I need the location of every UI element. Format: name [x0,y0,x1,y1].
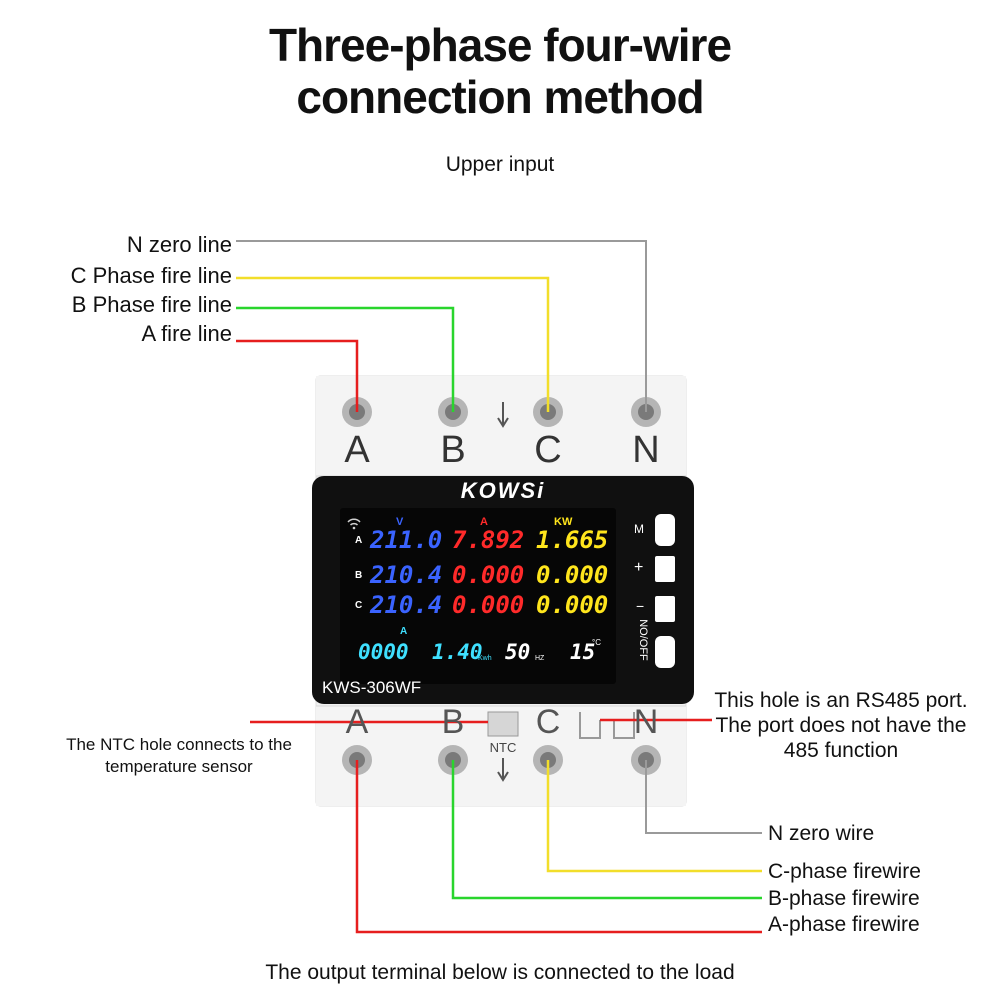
terminal-letter-top-c: C [534,429,562,471]
b-phase-line-wire [236,306,455,412]
label-a-phase-firewire: A-phase firewire [768,913,920,936]
wifi-icon [347,518,361,530]
frequency-value: 50 [505,640,531,664]
model-label: KWS-306WF [322,678,422,697]
c-phase-firewire [546,760,762,873]
n-zero-wire [645,760,762,834]
terminal-letter-top-n: N [632,429,660,471]
minus-button[interactable] [655,596,675,622]
title-line-2: connection method [296,71,704,123]
frequency-unit: HZ [535,655,545,662]
energy-unit: Kwh [478,655,492,662]
minus-button-label: − [636,598,645,614]
terminal-letter-top-a: A [344,429,370,471]
plus-button-label: + [634,559,644,576]
current-a: 7.892 [452,526,525,554]
current-c: 0.000 [452,591,525,619]
col-header-kw: KW [554,516,573,528]
voltage-c: 210.4 [370,591,443,619]
m-button-label: M [634,522,644,536]
rs485-port-right [613,712,635,739]
c-phase-line-wire [236,276,550,412]
rs485-port-left [579,712,601,739]
bottom-current-label: A [400,626,408,637]
label-n-zero-line: N zero line [126,232,232,257]
n-zero-line-wire [236,240,647,412]
label-b-phase-firewire: B-phase firewire [768,887,920,910]
bottom-caption: The output terminal below is connected t… [265,961,735,984]
label-c-phase-firewire: C-phase firewire [768,860,921,883]
b-phase-firewire [451,760,762,900]
neutral-current: 0000 [358,640,409,664]
display-panel [312,476,694,704]
temperature-unit: °C [592,638,601,647]
voltage-b: 210.4 [370,561,443,589]
row-phase-a: A [355,535,363,546]
arrow-down-icon [497,402,509,428]
brand-logo: KOWSi [460,478,546,503]
temperature-value: 15 [570,640,596,664]
energy-value: 1.40 [432,640,483,664]
power-b: 0.000 [536,561,609,589]
a-phase-firewire [355,760,762,934]
terminal-letter-bottom-n: N [633,703,659,741]
arrow-down-icon [497,758,509,782]
input-wires [236,240,647,412]
m-button[interactable] [655,514,675,546]
power-c: 0.000 [536,591,609,619]
plus-button[interactable] [655,556,675,582]
terminal-letter-bottom-c: C [535,703,561,741]
terminal-letter-top-b: B [440,429,466,471]
title-line-1: Three-phase four-wire [268,19,732,71]
terminal-letter-bottom-b: B [441,703,465,741]
output-wires [355,760,762,934]
onoff-button-label: NO/OFF [637,619,649,661]
label-c-phase-fire-line: C Phase fire line [70,263,232,288]
terminal-letter-bottom-a: A [345,703,369,741]
label-a-fire-line: A fire line [141,321,233,346]
power-a: 1.665 [536,526,609,554]
a-phase-line-wire [236,339,359,412]
rs485-note: This hole is an RS485 port. The port doe… [714,689,968,762]
row-phase-b: B [355,570,363,581]
current-b: 0.000 [452,561,525,589]
label-b-phase-fire-line: B Phase fire line [71,292,232,317]
row-phase-c: C [355,600,363,611]
col-header-a: A [480,516,488,528]
voltage-a: 211.0 [370,526,443,554]
onoff-button[interactable] [655,636,675,668]
ntc-hole [487,711,519,737]
label-n-zero-wire: N zero wire [768,822,875,845]
upper-input-label: Upper input [445,153,555,176]
ntc-label: NTC [489,740,517,755]
ntc-note: The NTC hole connects to the temperature… [66,735,292,776]
col-header-v: V [396,516,404,528]
